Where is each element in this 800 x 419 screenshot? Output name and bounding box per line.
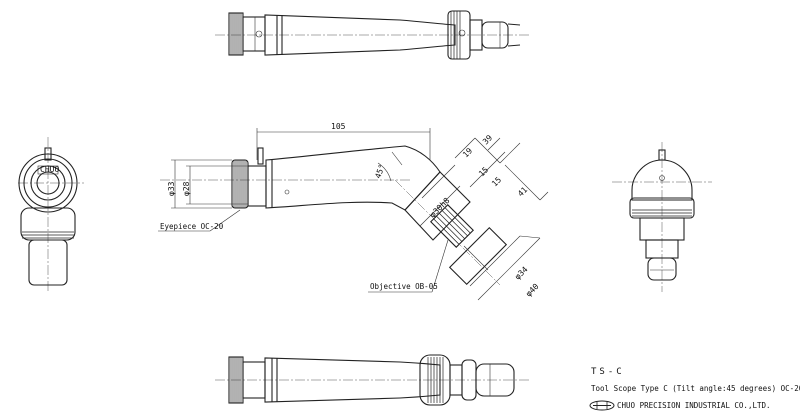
eyepiece-callout: Eyepiece OC-20 — [160, 222, 224, 231]
dim-dia-30h8: φ30h8 — [428, 196, 452, 220]
dim-19: 19 — [461, 146, 474, 159]
company-logo-icon — [589, 400, 615, 411]
front-view: 105 φ33 φ28 45° 19 39 15 15 41 φ30h8 φ34 — [158, 122, 549, 301]
dim-39: 39 — [481, 133, 494, 146]
right-end-view — [612, 142, 712, 292]
dim-angle-45: 45° — [373, 163, 386, 180]
left-end-view: CHUO — [18, 137, 84, 292]
top-view — [215, 10, 530, 60]
bottom-view — [215, 354, 530, 406]
dim-dia-34: φ34 — [513, 265, 530, 282]
objective-callout: Objective OB-05 — [370, 282, 438, 291]
dim-15b: 15 — [490, 175, 503, 188]
model-number: TS-C — [591, 367, 625, 377]
dim-dia-40: φ40 — [524, 282, 541, 299]
dim-105: 105 — [331, 122, 346, 131]
company-name: CHUO PRECISION INDUSTRIAL CO.,LTD. — [617, 401, 771, 410]
dim-15a: 15 — [477, 165, 490, 178]
engraving-label: CHUO — [40, 165, 59, 174]
dim-dia-33: φ33 — [167, 181, 176, 196]
dim-dia-28: φ28 — [182, 181, 191, 196]
product-description: Tool Scope Type C (Tilt angle:45 degrees… — [591, 384, 800, 393]
